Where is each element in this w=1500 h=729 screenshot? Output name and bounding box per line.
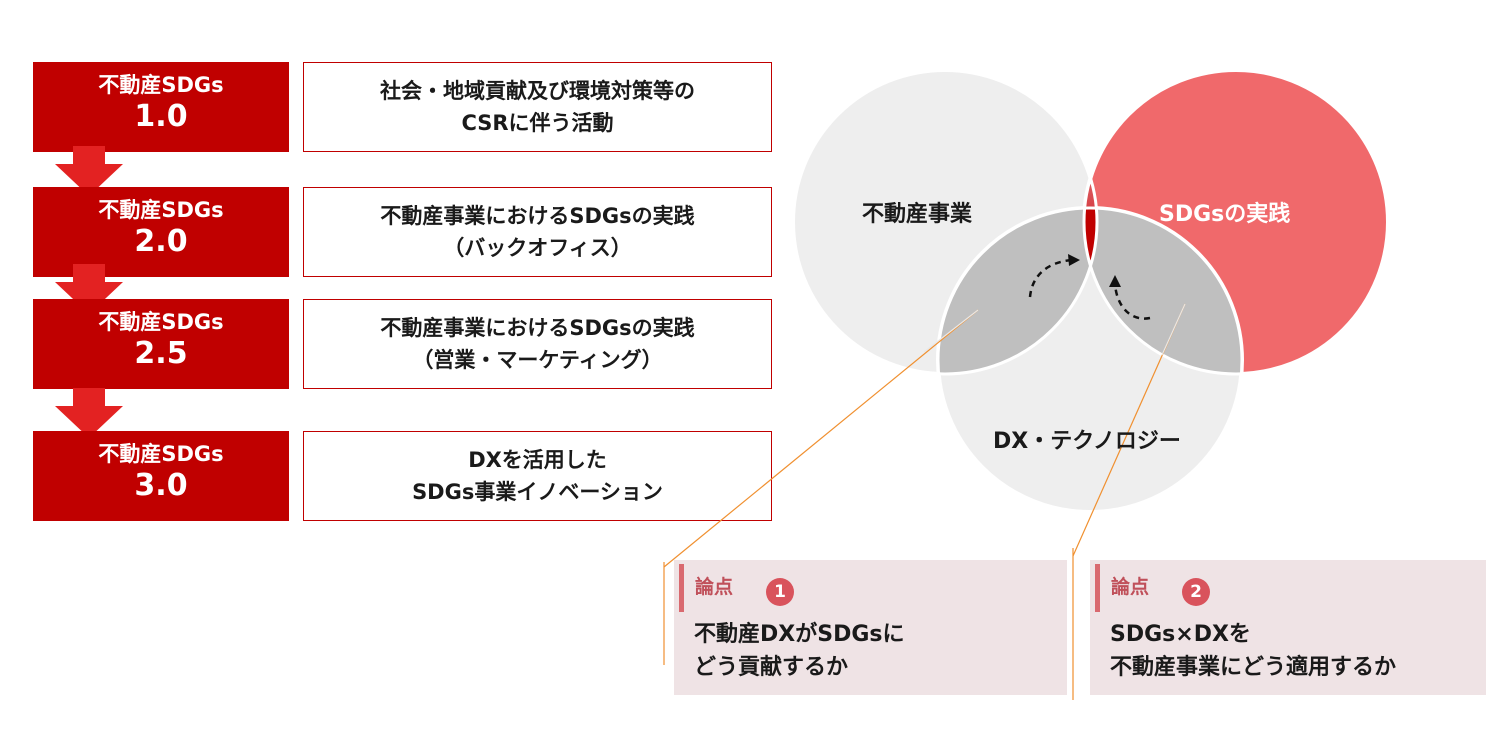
venn-label-dx: DX・テクノロジー <box>993 429 1181 454</box>
cycle-arrows-icon <box>1028 258 1151 320</box>
stage-name: 不動産SDGs <box>98 73 224 97</box>
stage-box-3: 不動産SDGs 2.5 <box>33 299 289 389</box>
accent-bar <box>1095 564 1100 612</box>
discussion-point-2: 論点 2 SDGs×DXを 不動産事業にどう適用するか <box>1090 560 1486 695</box>
stage-name: 不動産SDGs <box>98 198 224 222</box>
accent-bar <box>679 564 684 612</box>
discussion-point-1: 論点 1 不動産DXがSDGsに どう貢献するか <box>674 560 1067 695</box>
venn-label-sdgs: SDGsの実践 <box>1159 202 1291 227</box>
stage-desc-line2: CSRに伴う活動 <box>461 111 614 135</box>
stage-description-4: DXを活用した SDGs事業イノベーション <box>303 431 772 521</box>
down-arrow-icon <box>55 264 123 314</box>
stage-desc-line2: SDGs事業イノベーション <box>412 480 663 504</box>
point-question-line2: 不動産事業にどう適用するか <box>1110 655 1397 680</box>
stage-version: 2.0 <box>134 224 188 259</box>
stage-desc-line2: （バックオフィス） <box>443 236 632 260</box>
stage-description-3: 不動産事業におけるSDGsの実践 （営業・マーケティング） <box>303 299 772 389</box>
stage-description-1: 社会・地域貢献及び環境対策等の CSRに伴う活動 <box>303 62 772 152</box>
stage-description-2: 不動産事業におけるSDGsの実践 （バックオフィス） <box>303 187 772 277</box>
stage-desc-line2: （営業・マーケティング） <box>412 348 663 372</box>
stage-version: 3.0 <box>134 468 188 503</box>
stage-desc-line1: 社会・地域貢献及び環境対策等の <box>380 79 695 103</box>
stage-desc-line1: DXを活用した <box>468 448 607 472</box>
point-question-line2: どう貢献するか <box>694 655 849 680</box>
stage-desc-line1: 不動産事業におけるSDGsの実践 <box>380 316 695 340</box>
stage-name: 不動産SDGs <box>98 310 224 334</box>
point-question-line1: 不動産DXがSDGsに <box>694 622 905 647</box>
stage-box-4: 不動産SDGs 3.0 <box>33 431 289 521</box>
stage-version: 2.5 <box>134 336 188 371</box>
point-number-badge: 2 <box>1182 578 1210 606</box>
point-tag: 論点 <box>695 576 734 598</box>
stage-desc-line1: 不動産事業におけるSDGsの実践 <box>380 204 695 228</box>
point-question-line1: SDGs×DXを <box>1110 622 1251 647</box>
point-question: SDGs×DXを 不動産事業にどう適用するか <box>1110 618 1396 684</box>
stage-name: 不動産SDGs <box>98 442 224 466</box>
down-arrow-icon <box>55 146 123 196</box>
stage-version: 1.0 <box>134 99 188 134</box>
stage-box-1: 不動産SDGs 1.0 <box>33 62 289 152</box>
down-arrow-icon <box>55 388 123 438</box>
venn-label-real-estate: 不動産事業 <box>862 202 973 227</box>
point-tag: 論点 <box>1111 576 1150 598</box>
point-number-badge: 1 <box>766 578 794 606</box>
point-question: 不動産DXがSDGsに どう貢献するか <box>694 618 904 684</box>
stage-box-2: 不動産SDGs 2.0 <box>33 187 289 277</box>
